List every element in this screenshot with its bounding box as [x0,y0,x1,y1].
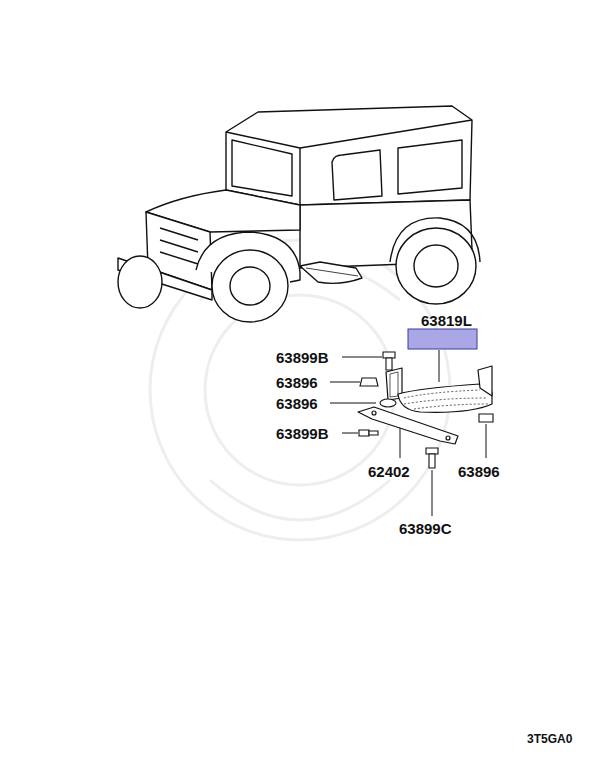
callout-number: 63899B [276,426,329,441]
callout-number: 63899B [276,350,329,365]
fasteners [359,352,493,468]
vehicle-drawing [118,106,480,322]
callout-number: 63819L [421,313,472,328]
step-plate [386,366,492,412]
callout-number: 62402 [368,464,410,479]
callout-number: 63896 [276,375,318,390]
highlight-box [408,329,477,349]
callout-number: 63896 [276,396,318,411]
leader-lines [330,350,486,516]
callout-number: 63899C [399,521,452,536]
diagram-code: 3T5GA0 [527,733,572,745]
callout-number: 63896 [458,464,500,479]
bracket [358,407,458,444]
